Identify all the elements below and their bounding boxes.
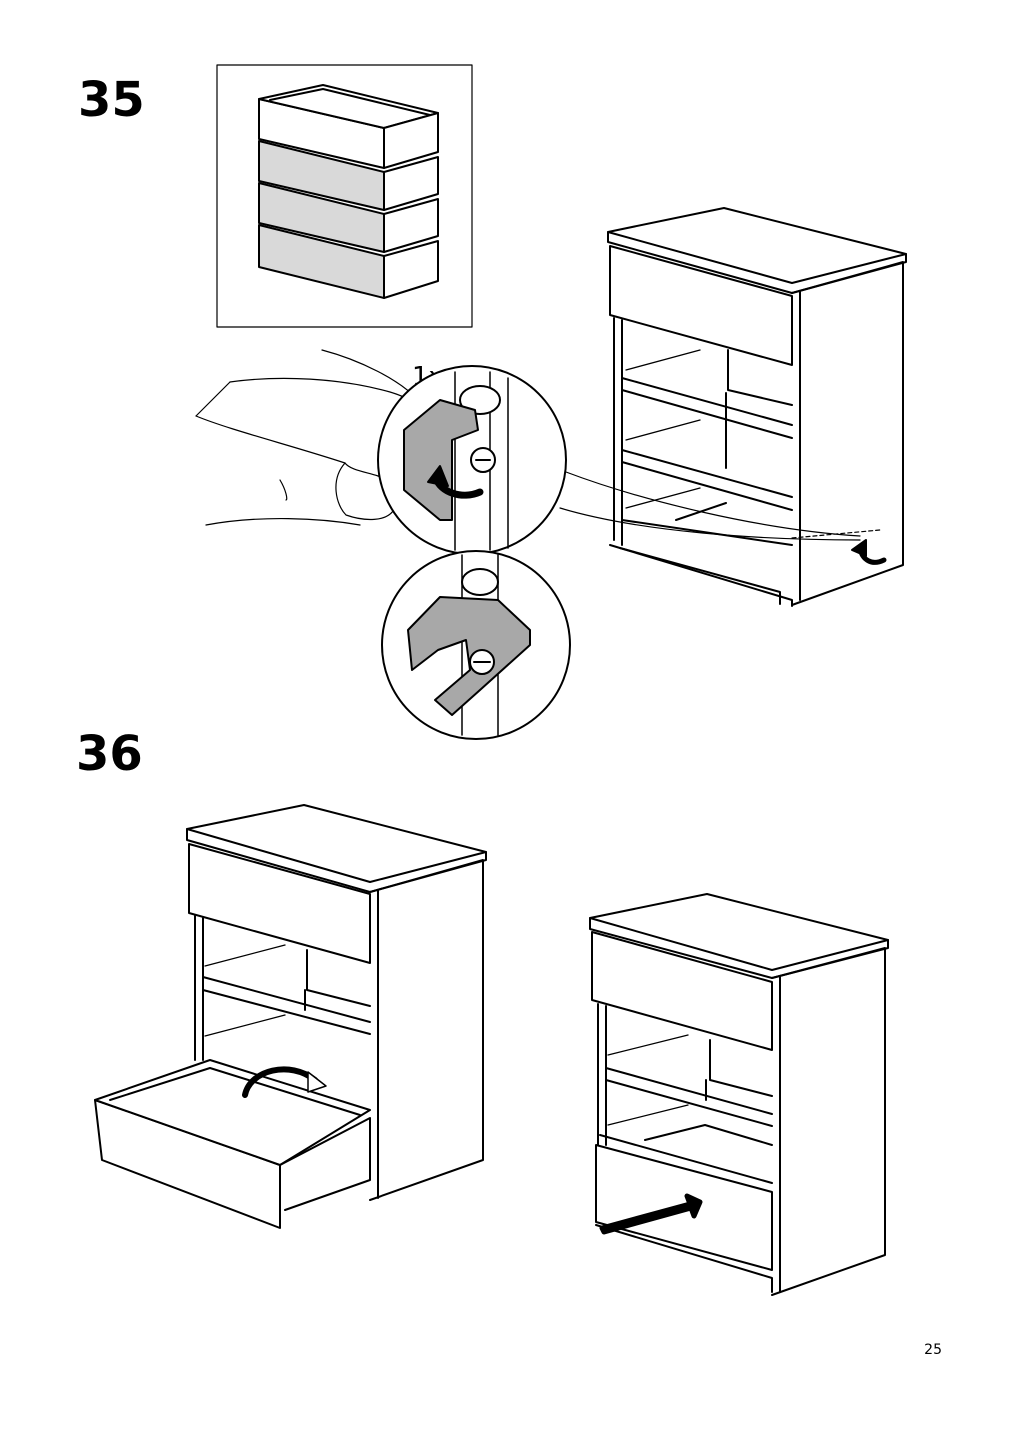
drawer-white bbox=[258, 84, 439, 169]
dresser-closing-drawer bbox=[589, 893, 889, 1296]
detail-circle-after bbox=[381, 550, 571, 740]
dresser-step35 bbox=[607, 207, 907, 607]
drawer-grey-3 bbox=[258, 224, 439, 299]
dresser-open-drawer bbox=[94, 804, 487, 1229]
drawer-grey-1 bbox=[258, 140, 439, 211]
drawer-grey-2 bbox=[258, 182, 439, 253]
step-number-36: 36 bbox=[76, 726, 143, 782]
detail-circle-before bbox=[377, 365, 861, 555]
page-number: 25 bbox=[924, 1342, 942, 1358]
drawer-stack-inset bbox=[216, 64, 473, 328]
step-number-35: 35 bbox=[78, 72, 145, 128]
